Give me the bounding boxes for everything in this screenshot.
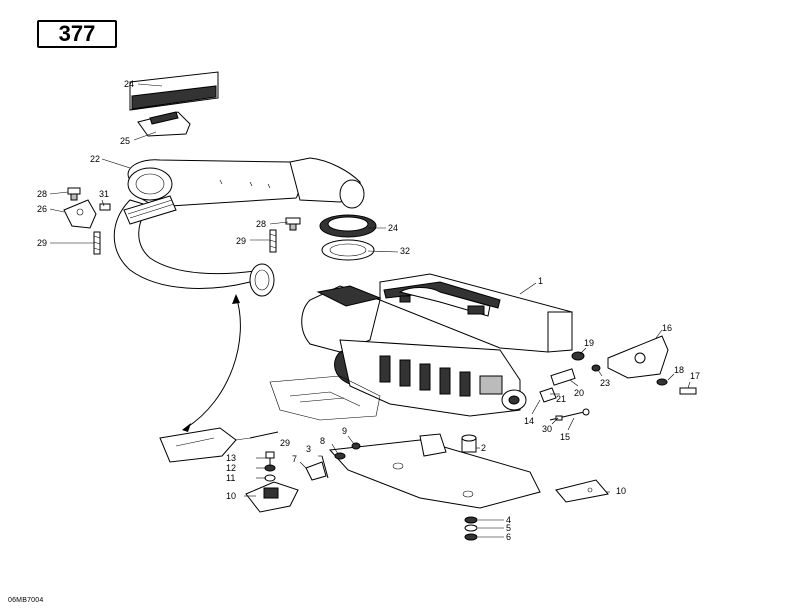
spring-29b: [269, 229, 277, 253]
callout-26: 25: [120, 136, 130, 146]
washer-8: [334, 452, 346, 460]
callout-28a: 28: [37, 189, 47, 199]
callout-27: 26: [37, 204, 47, 214]
arrow-head-top: [232, 294, 240, 304]
spring-29a: [93, 231, 101, 255]
rubber-mount-28b: [285, 217, 301, 231]
connection-arrow: [185, 295, 241, 429]
washer-5: [464, 524, 478, 532]
screw-31: [99, 203, 111, 211]
spacer-2: [461, 434, 477, 453]
leader-lines: [49, 83, 691, 538]
seal-25: [319, 214, 377, 238]
arrow-head-bottom: [182, 423, 191, 432]
callout-11: 11: [226, 473, 235, 483]
gasket-32: [321, 239, 375, 261]
callout-labels: 24 25 22 28 26 29 31 28 29 24 32 1 2 3 4…: [37, 79, 700, 542]
callout-32: 32: [400, 246, 410, 256]
callout-12: 12: [226, 463, 236, 473]
washer-12: [264, 464, 276, 472]
nut-6: [464, 533, 478, 541]
callout-28b: 28: [256, 219, 266, 229]
clip-21: [539, 387, 557, 403]
mount-bracket-27: [63, 199, 97, 229]
callout-10-right: 10: [616, 486, 626, 496]
callout-29a: 29: [37, 238, 47, 248]
callout-25: 24: [388, 223, 398, 233]
muffler-23: [127, 157, 365, 209]
washer-9: [351, 442, 361, 450]
callout-29c: 29: [280, 438, 290, 448]
callout-20: 20: [574, 388, 584, 398]
callout-29b: 29: [236, 236, 246, 246]
washer-19: [571, 351, 585, 361]
frame-ghost: [159, 375, 381, 463]
callout-13: 13: [226, 453, 236, 463]
callout-17: 17: [690, 371, 700, 381]
callout-19: 19: [584, 338, 594, 348]
temp-sensor-7: [305, 461, 327, 481]
callout-9: 9: [342, 426, 347, 436]
callout-30: 30: [542, 424, 552, 434]
spacer-20: [550, 368, 576, 386]
callout-21: 21: [556, 394, 566, 404]
document-code: 06MB7004: [8, 597, 44, 604]
callout-5: 5: [506, 523, 511, 533]
callout-18: 18: [674, 365, 684, 375]
callout-22: 23: [600, 378, 610, 388]
exhaust-pipe: [113, 195, 275, 297]
engine-1: [301, 273, 573, 417]
callout-15: 15: [560, 432, 570, 442]
callout-7: 7: [292, 454, 297, 464]
callout-1: 1: [538, 276, 543, 286]
callout-4: 4: [506, 515, 511, 525]
callout-16: 16: [662, 323, 672, 333]
nut-11: [264, 474, 276, 482]
callout-23: 22: [90, 154, 100, 164]
callout-8: 8: [320, 436, 325, 446]
callout-24: 24: [124, 79, 134, 89]
rubber-mount-28a: [67, 187, 81, 201]
callout-6: 6: [506, 532, 511, 542]
callout-2: 2: [481, 443, 486, 453]
shield-bracket-26: [137, 111, 191, 137]
bolt-17: [679, 387, 697, 395]
page-number: 377: [58, 21, 96, 46]
callout-14: 14: [524, 416, 534, 426]
callout-10-left: 10: [226, 491, 236, 501]
page-number-box: 377: [37, 20, 117, 48]
engine-mount-plate: [328, 433, 541, 509]
stud-3: [321, 455, 329, 479]
plate-10-right: [555, 479, 609, 503]
washer-4: [464, 516, 478, 524]
mount-10-left: [245, 481, 299, 513]
screw-30: [555, 415, 563, 421]
callout-31: 31: [99, 189, 109, 199]
callout-3: 3: [306, 444, 311, 454]
bracket-16: [607, 335, 669, 379]
washer-18: [656, 378, 668, 386]
washer-22: [591, 364, 601, 372]
heat-shield-24: [129, 71, 219, 111]
